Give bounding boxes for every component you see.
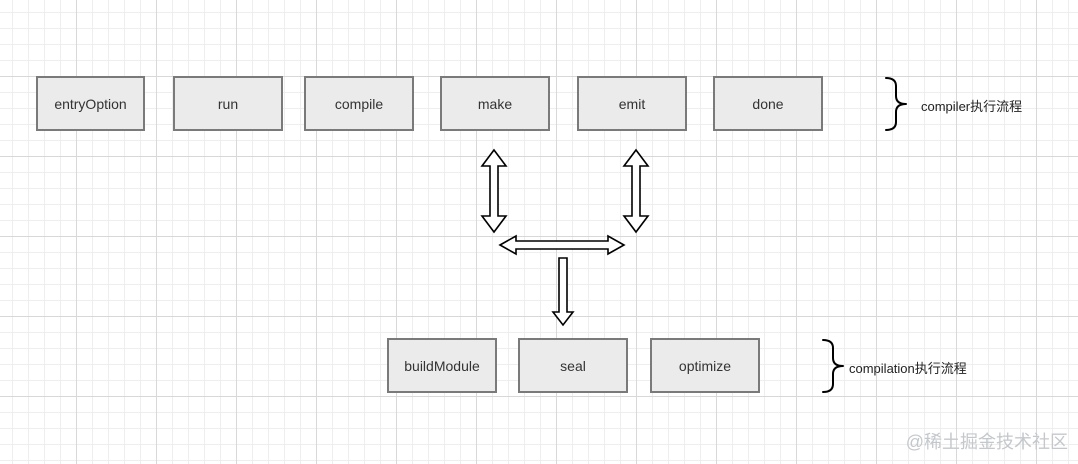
compiler-flow-label: compiler执行流程 [921,99,1023,114]
node-label: optimize [678,357,732,374]
double-arrow-horizontal [498,234,626,256]
node-label: make [477,95,513,112]
watermark: @稀土掘金技术社区 [905,432,1068,452]
node-label: compile [334,95,384,112]
node-label: emit [618,95,646,112]
node-buildModule: buildModule [387,338,497,393]
node-done: done [713,76,823,131]
node-label: buildModule [404,357,480,374]
node-run: run [173,76,283,131]
node-make: make [440,76,550,131]
node-optimize: optimize [650,338,760,393]
double-arrow-emit [622,148,650,234]
node-label: seal [560,357,586,374]
compilation-flow-label: compilation执行流程 [849,361,967,376]
node-label: run [217,95,239,112]
node-emit: emit [577,76,687,131]
compiler-brace [885,77,907,131]
node-compile: compile [304,76,414,131]
node-label: entryOption [54,95,127,112]
double-arrow-make [480,148,508,234]
arrow-down-to-seal [551,257,575,327]
node-entryOption: entryOption [36,76,145,131]
compilation-brace [822,339,844,393]
node-label: done [752,95,784,112]
node-seal: seal [518,338,628,393]
